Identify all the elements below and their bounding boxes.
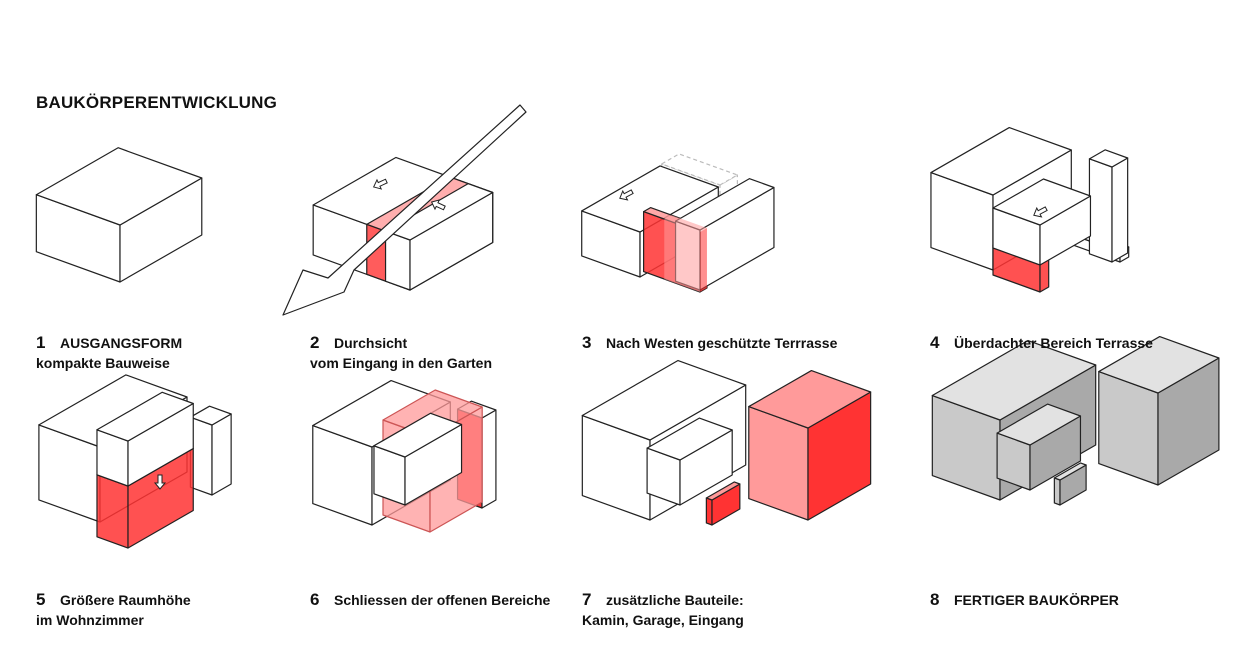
top-face: [646, 417, 733, 461]
diagram-6-closing: [312, 379, 497, 533]
left-face: [384, 230, 411, 291]
direction-arrow-icon: [619, 189, 634, 201]
direction-arrow-icon: [153, 474, 167, 490]
right-face: [481, 409, 497, 509]
terrace-overlay: [664, 215, 707, 292]
top-face: [189, 405, 232, 426]
right-face: [700, 228, 707, 292]
caption-number: 4: [930, 333, 940, 352]
top-face: [748, 369, 872, 429]
front-bar: [373, 412, 463, 506]
diagram-4-covered-terrace: [930, 126, 1130, 293]
caption-line1: Nach Westen geschützte Terrrasse: [606, 335, 838, 351]
top-face: [1088, 149, 1129, 168]
diagram-5-room-height: [38, 374, 232, 549]
top-face: [996, 403, 1082, 446]
right-face: [211, 413, 232, 496]
left-face: [664, 219, 700, 292]
caption-line1: zusätzliche Bauteile:: [606, 592, 744, 608]
top-face: [705, 481, 741, 501]
caption-line1: Überdachter Bereich Terrasse: [954, 335, 1153, 351]
caption-line2: Kamin, Garage, Eingang: [582, 612, 744, 628]
caption-line2: kompakte Bauweise: [36, 355, 170, 371]
left-face: [1053, 477, 1061, 506]
diagram-1-initial-form: [35, 147, 203, 283]
direction-arrow-icon: [430, 199, 446, 211]
caption-number: 2: [310, 333, 320, 352]
caption-4: 4 Überdachter Bereich Terrasse: [930, 333, 1153, 353]
top-face: [1098, 335, 1220, 394]
caption-number: 8: [930, 590, 940, 609]
rear-pillar: [1088, 149, 1129, 263]
caption-number: 7: [582, 590, 592, 609]
front-bar: [646, 417, 733, 506]
direction-arrow-icon: [372, 178, 388, 190]
top-face: [931, 339, 1097, 421]
entrance-element: [705, 481, 741, 526]
caption-line2: im Wohnzimmer: [36, 612, 144, 628]
raised-bar: [96, 391, 194, 487]
compact-block: [35, 147, 203, 283]
caption-5: 5 Größere Raumhöhe im Wohnzimmer: [36, 590, 191, 630]
garage-block: [748, 369, 872, 521]
diagram-2-see-through: [282, 104, 527, 316]
caption-1: 1 AUSGANGSFORM kompakte Bauweise: [36, 333, 182, 373]
right-face: [1111, 157, 1129, 263]
direction-arrow-icon: [1033, 206, 1048, 218]
top-face: [581, 165, 719, 233]
top-face: [1053, 462, 1087, 481]
top-face: [992, 178, 1092, 226]
caption-3: 3 Nach Westen geschützte Terrrasse: [582, 333, 837, 353]
garage-block: [1098, 335, 1220, 486]
top-face: [581, 359, 747, 441]
caption-line2: vom Eingang in den Garten: [310, 355, 493, 371]
top-face: [664, 215, 707, 232]
top-face: [930, 126, 1072, 196]
view-axis-arrow: [282, 104, 527, 316]
caption-line1: Schliessen der offenen Bereiche: [334, 592, 551, 608]
roof-bar: [992, 178, 1092, 266]
top-face: [35, 147, 203, 226]
diagram-7-additions: [581, 359, 872, 526]
entrance-element: [1053, 462, 1087, 506]
caption-line1: AUSGANGSFORM: [60, 335, 183, 351]
caption-line1: Größere Raumhöhe: [60, 592, 191, 608]
caption-7: 7 zusätzliche Bauteile: Kamin, Garage, Ein…: [582, 590, 744, 630]
caption-number: 6: [310, 590, 320, 609]
top-face: [661, 153, 739, 186]
page-title: BAUKÖRPERENTWICKLUNG: [36, 93, 278, 112]
caption-number: 3: [582, 333, 592, 352]
caption-2: 2 Durchsicht vom Eingang in den Garten: [310, 333, 492, 373]
left-face: [1088, 158, 1113, 263]
front-half-block: [384, 183, 494, 291]
top-face: [96, 391, 194, 442]
front-bar: [996, 403, 1082, 491]
diagram-3-west-terrace: [581, 153, 775, 293]
caption-number: 1: [36, 333, 46, 352]
caption-8: 8 FERTIGER BAUKÖRPER: [930, 590, 1119, 610]
caption-6: 6 Schliessen der offenen Bereiche: [310, 590, 550, 610]
left-face: [96, 474, 129, 549]
diagram-8-final: [931, 335, 1220, 506]
left-face: [705, 497, 713, 526]
caption-line1: FERTIGER BAUKÖRPER: [954, 592, 1119, 608]
caption-number: 5: [36, 590, 46, 609]
top-face: [373, 412, 463, 458]
caption-line1: Durchsicht: [334, 335, 408, 351]
tall-pillar: [189, 405, 232, 496]
